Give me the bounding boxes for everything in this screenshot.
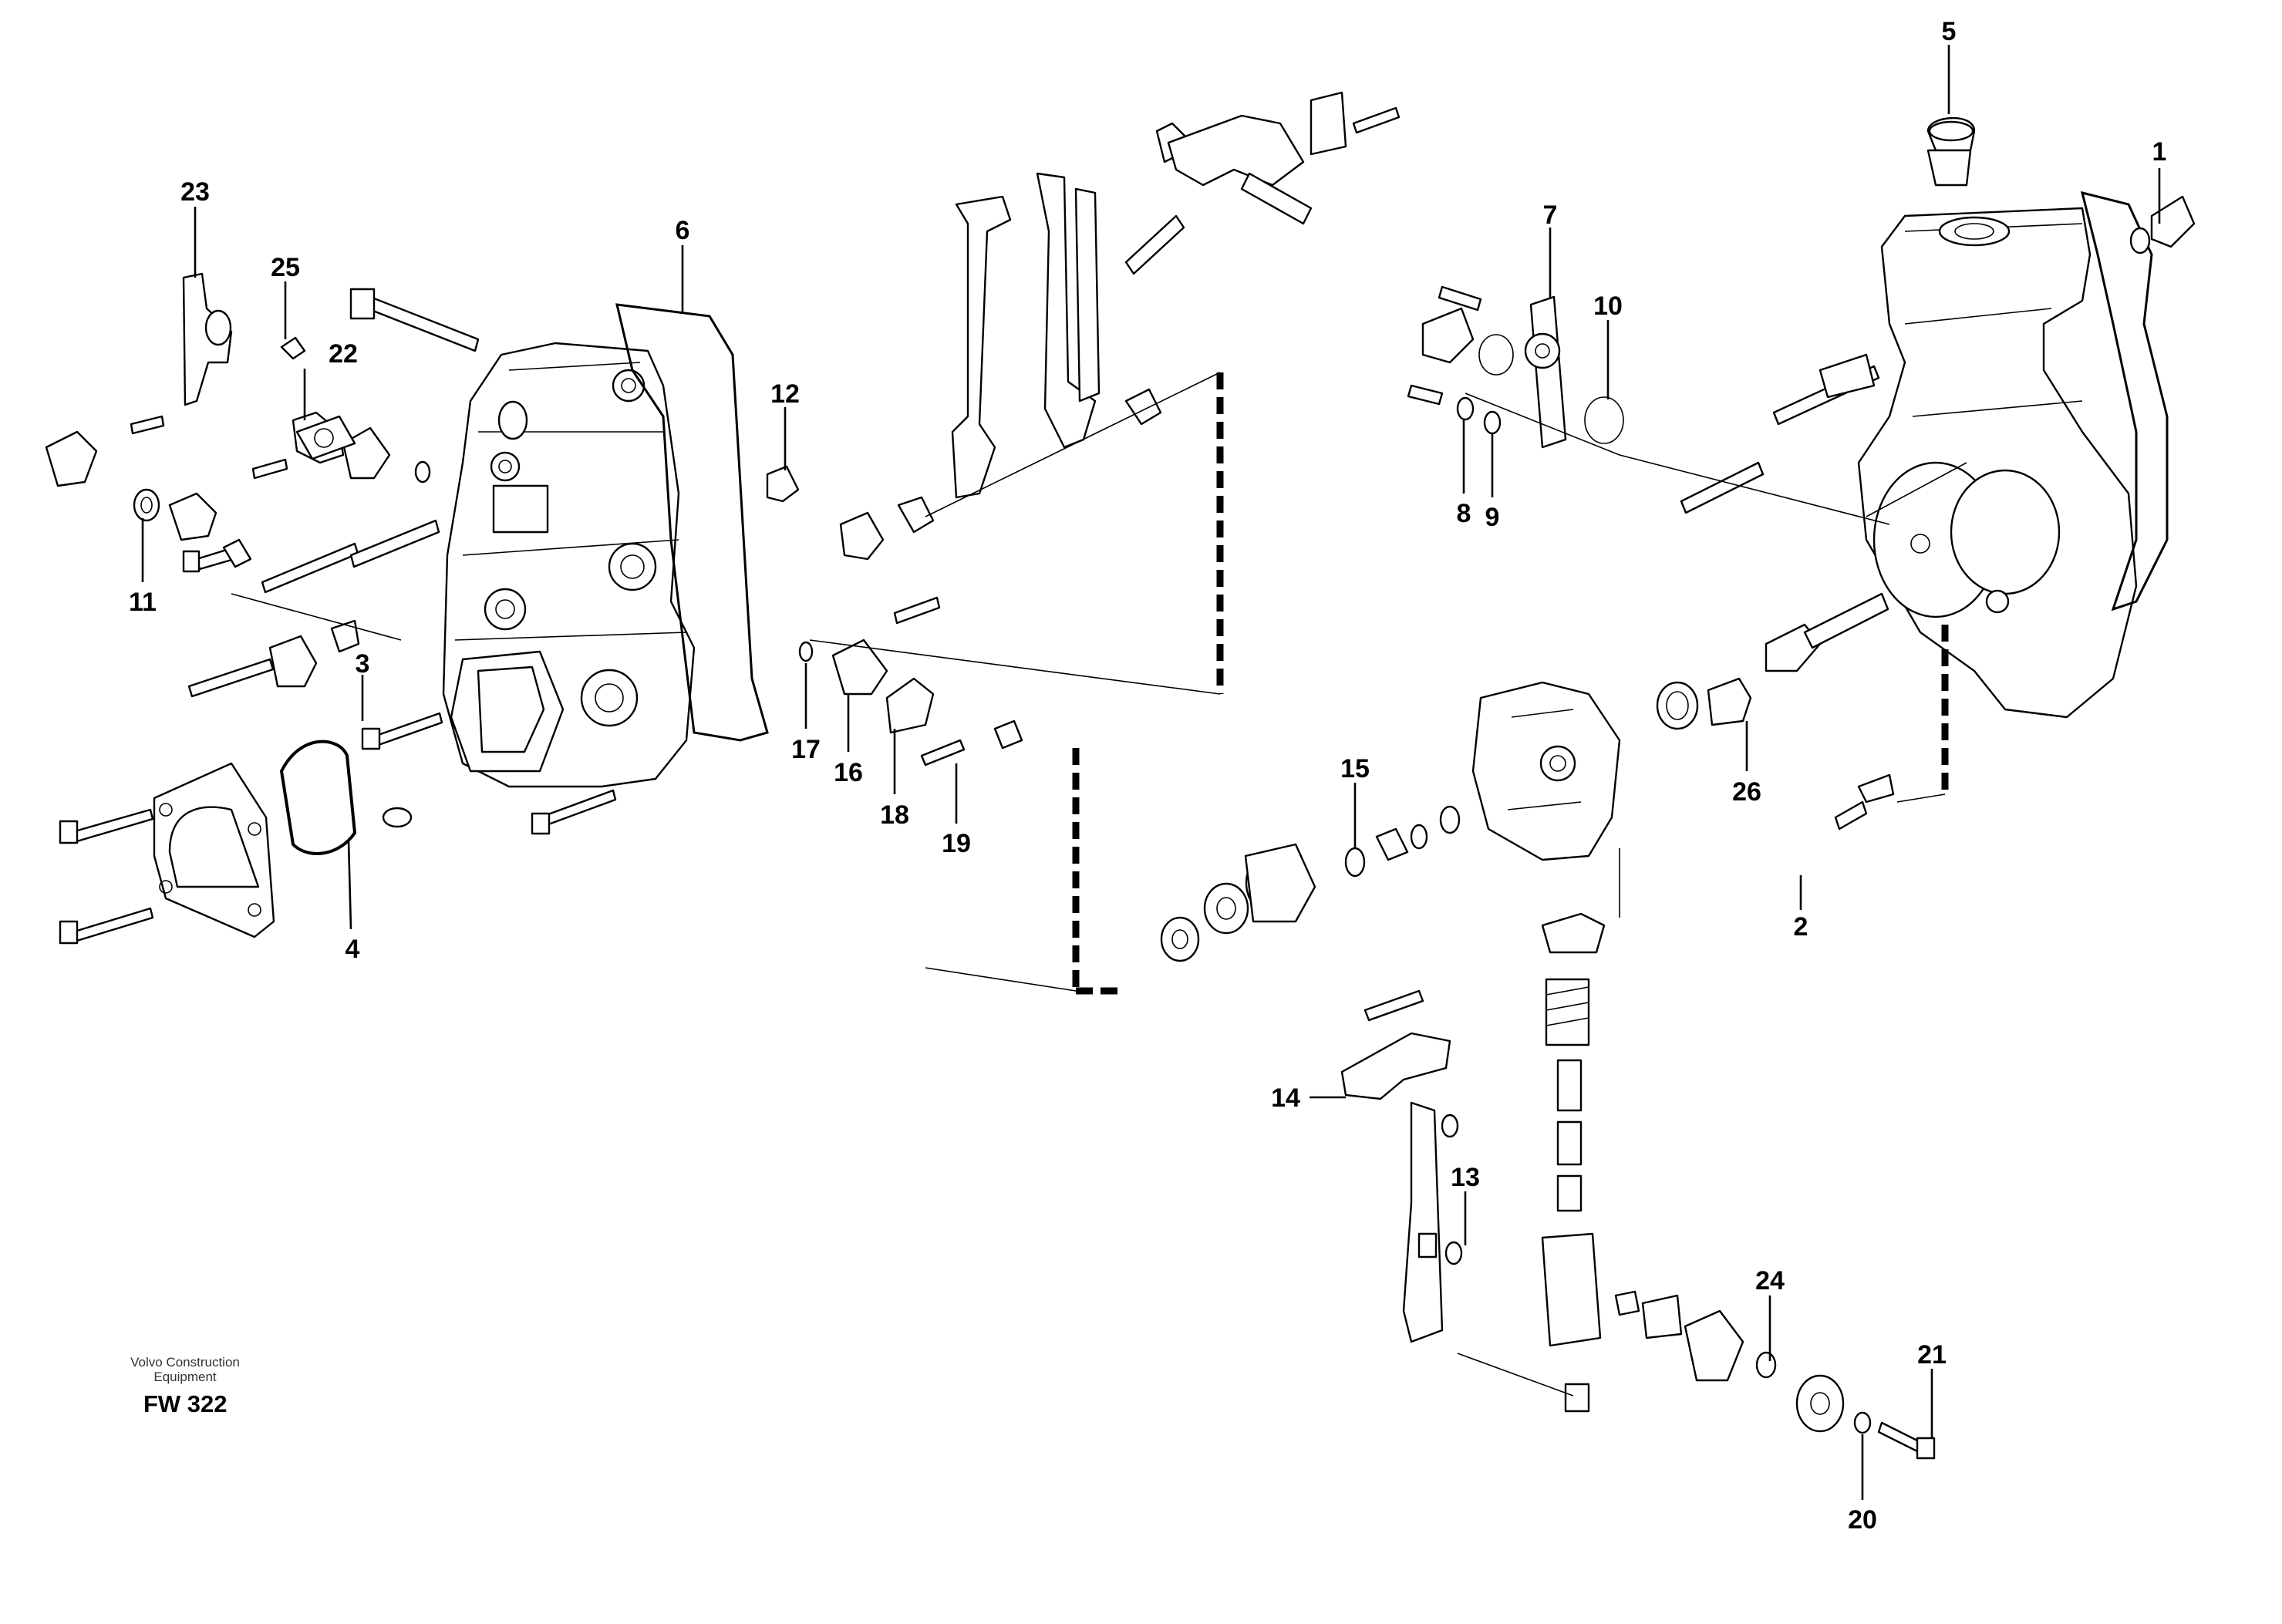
label-5: 5: [1942, 17, 1957, 46]
manufacturer-credit: Volvo Construction Equipment: [123, 1355, 247, 1384]
label-23: 23: [180, 177, 210, 207]
callout-labels: 1 2 3 4 5 6 7 8 9 10 11 12 13 14 15 16 1: [129, 17, 2166, 1535]
dashed-connector-left: [1072, 372, 1224, 995]
fittings-left: [45, 411, 1023, 828]
pump-housing-left: [442, 342, 696, 788]
drawing-code: FW 322: [143, 1390, 228, 1417]
flyweight-assembly: [1160, 592, 1889, 962]
label-21: 21: [1917, 1340, 1947, 1370]
label-11: 11: [129, 588, 157, 617]
label-7: 7: [1543, 200, 1558, 230]
credit-line-2: Equipment: [153, 1370, 217, 1384]
label-14: 14: [1271, 1083, 1300, 1113]
label-12: 12: [770, 379, 800, 409]
credit-line-1: Volvo Construction: [130, 1355, 240, 1370]
label-6: 6: [676, 216, 690, 245]
spring-stack: [1541, 912, 1936, 1460]
bracket-23: [182, 272, 356, 460]
label-16: 16: [834, 758, 863, 787]
label-10: 10: [1593, 291, 1623, 321]
label-8: 8: [1457, 499, 1471, 528]
pump-housing-right: [1857, 116, 2138, 719]
label-19: 19: [942, 829, 971, 858]
label-1: 1: [2152, 137, 2167, 167]
end-cover-plate: [153, 762, 275, 938]
gasket-right: [2080, 190, 2169, 612]
label-13: 13: [1451, 1163, 1480, 1192]
label-9: 9: [1485, 503, 1500, 532]
gasket-4: [279, 740, 357, 855]
label-26: 26: [1732, 777, 1761, 807]
label-20: 20: [1848, 1505, 1877, 1535]
parts-top-right: [1407, 195, 2196, 831]
lever-14: [1340, 989, 1463, 1343]
governor-levers: [951, 91, 1401, 499]
gasket-6: [615, 303, 769, 742]
bolts-left: [59, 288, 617, 945]
label-22: 22: [329, 339, 358, 369]
label-2: 2: [1794, 912, 1808, 942]
label-18: 18: [880, 800, 909, 830]
label-4: 4: [346, 935, 360, 964]
label-25: 25: [271, 253, 300, 282]
label-15: 15: [1340, 754, 1370, 783]
label-17: 17: [791, 735, 821, 764]
label-3: 3: [356, 649, 370, 679]
label-24: 24: [1755, 1266, 1785, 1295]
